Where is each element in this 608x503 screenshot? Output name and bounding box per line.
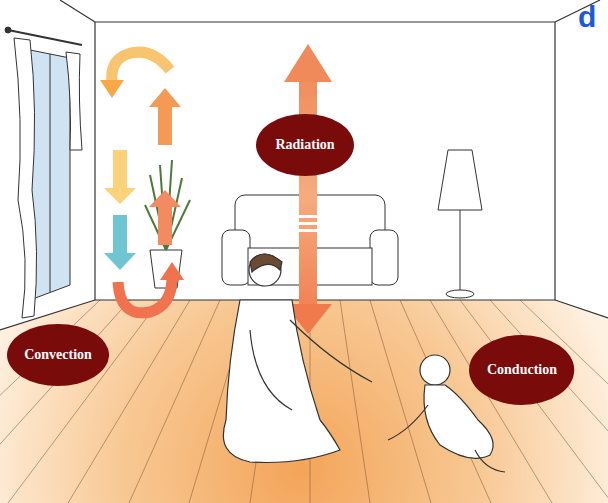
- floor-lamp: [438, 150, 482, 298]
- node-label: Radiation: [275, 137, 334, 153]
- node-label: Conduction: [487, 362, 557, 378]
- node-label: Convection: [24, 347, 92, 363]
- title-fragment: d: [578, 2, 596, 32]
- convection-arrows: [100, 52, 184, 313]
- heat-transfer-label: Convection: [7, 324, 109, 386]
- room-walls: [0, 0, 608, 330]
- radiation-arrow: [284, 44, 332, 334]
- floor: [0, 300, 608, 503]
- mother-figure: [223, 254, 372, 463]
- heat-transfer-label: Conduction: [469, 335, 574, 405]
- heat-transfer-label: Radiation: [256, 114, 354, 176]
- plant: [145, 160, 190, 288]
- floor-planks: [0, 300, 608, 503]
- window: [5, 27, 82, 318]
